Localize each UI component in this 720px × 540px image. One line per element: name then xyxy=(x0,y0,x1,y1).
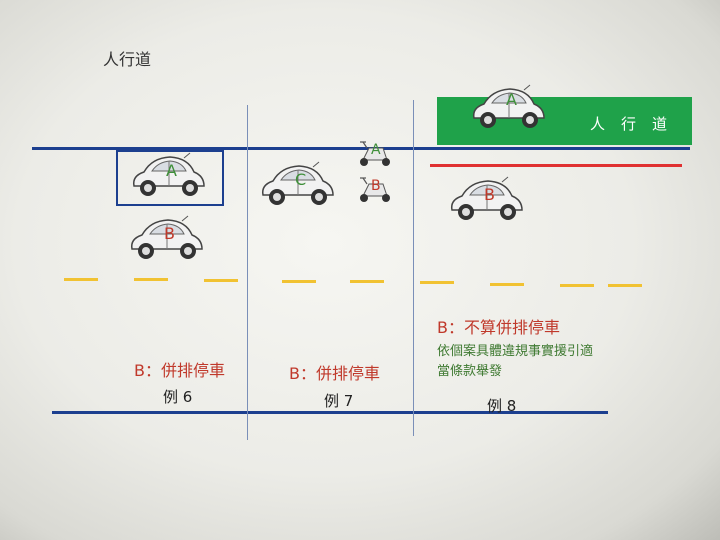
lane-dash xyxy=(64,278,98,281)
scooter-letter: B xyxy=(371,178,381,194)
example6-name: 例 6 xyxy=(163,388,193,406)
car-letter: B xyxy=(164,224,175,243)
car-icon xyxy=(132,152,205,196)
scooter-letter: A xyxy=(371,142,381,158)
sidewalk-box xyxy=(437,97,692,145)
car-icon xyxy=(130,215,203,259)
example8-note-line1: 依個案具體違規事實援引適 xyxy=(437,344,594,359)
car-c-example7: C xyxy=(257,161,337,211)
car-a-example8: A xyxy=(464,84,552,134)
curb-line-top xyxy=(32,147,690,150)
example8-name: 例 8 xyxy=(487,397,517,415)
lane-dash xyxy=(204,279,238,282)
car-icon xyxy=(450,176,523,220)
scooter-icon xyxy=(360,141,390,166)
car-letter: A xyxy=(166,161,177,180)
car-a-example6: A xyxy=(128,152,208,202)
scooter-a-example7: A xyxy=(357,140,393,168)
divider-1 xyxy=(247,105,248,440)
sidewalk-label: 人行道 xyxy=(590,115,684,133)
slide-title: 人行道 xyxy=(103,50,152,69)
lane-dash xyxy=(490,283,524,286)
example8-status: B：不算併排停車 xyxy=(437,318,560,337)
lane-dash xyxy=(134,278,168,281)
lane-dash xyxy=(282,280,316,283)
divider-2 xyxy=(413,100,414,436)
parking-space-frame xyxy=(116,150,224,206)
lane-dash xyxy=(608,284,642,287)
scooter-b-example7: B xyxy=(357,176,393,204)
lane-dash xyxy=(350,280,384,283)
car-letter: A xyxy=(506,90,517,109)
baseline-bottom xyxy=(52,411,608,414)
red-curb-line xyxy=(430,164,682,167)
example7-name: 例 7 xyxy=(324,392,354,410)
example8-note-line2: 當條款舉發 xyxy=(437,364,503,379)
lane-dash xyxy=(560,284,594,287)
scooter-icon xyxy=(360,177,390,202)
car-icon xyxy=(261,161,334,205)
example6-status: B：併排停車 xyxy=(134,361,225,380)
car-b-example6: B xyxy=(126,215,206,265)
car-icon xyxy=(472,84,545,128)
car-letter: C xyxy=(295,170,307,189)
lane-dash xyxy=(420,281,454,284)
car-b-example8: B xyxy=(446,176,526,226)
example7-status: B：併排停車 xyxy=(289,364,380,383)
car-letter: B xyxy=(484,185,495,204)
